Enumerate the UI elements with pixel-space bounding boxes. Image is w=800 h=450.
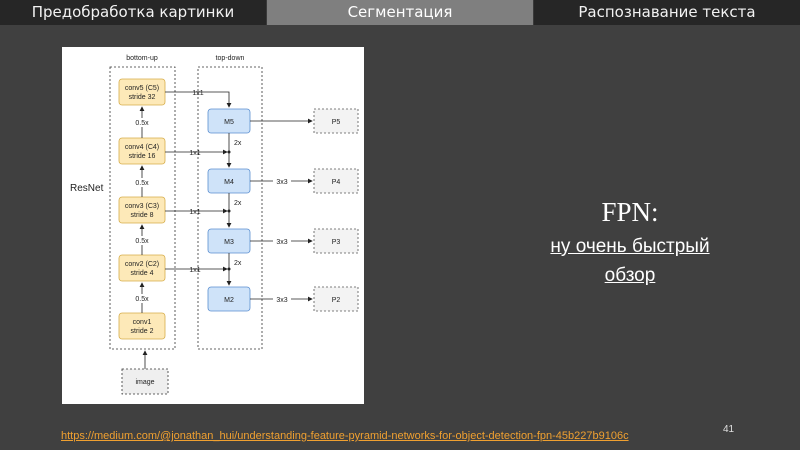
- upsample-label-3: 2x: [234, 260, 242, 267]
- svg-text:conv2 (C2): conv2 (C2): [125, 261, 159, 268]
- conv4-block: conv4 (C4) stride 16: [118, 137, 166, 165]
- svg-text:conv5 (C5): conv5 (C5): [125, 85, 159, 92]
- lateral-label-2: 1x1: [189, 150, 200, 157]
- scale-label-1: 0.5x: [135, 296, 149, 303]
- p4-output: P4: [313, 168, 359, 194]
- svg-text:P5: P5: [332, 119, 341, 126]
- tab-text-recognition[interactable]: Распознавание текста: [533, 0, 800, 25]
- tab-preprocessing[interactable]: Предобработка картинки: [0, 0, 266, 25]
- svg-text:M3: M3: [224, 239, 234, 246]
- svg-text:stride 8: stride 8: [131, 212, 154, 219]
- m4-block: M4: [207, 168, 251, 194]
- lateral-label-4: 1x1: [189, 267, 200, 274]
- resnet-label: ResNet: [70, 183, 104, 194]
- p5-output: P5: [313, 108, 359, 134]
- bottom-up-group: [109, 66, 176, 350]
- svg-text:M4: M4: [224, 179, 234, 186]
- source-link[interactable]: https://medium.com/@jonathan_hui/underst…: [61, 430, 629, 442]
- svg-text:P4: P4: [332, 179, 341, 186]
- upsample-label-1: 2x: [234, 140, 242, 147]
- conv3-block: conv3 (C3) stride 8: [118, 196, 166, 224]
- fpn-heading: FPN:: [601, 197, 659, 227]
- m3-block: M3: [207, 228, 251, 254]
- conv2-block: conv2 (C2) stride 4: [118, 254, 166, 282]
- svg-text:stride 4: stride 4: [131, 270, 154, 277]
- top-down-label: top-down: [216, 55, 245, 62]
- svg-text:image: image: [135, 379, 154, 386]
- lateral-label-3: 1x1: [189, 209, 200, 216]
- top-down-group: [197, 66, 263, 350]
- fpn-diagram: bottom-up top-down ResNet conv5 (C5) str…: [62, 47, 364, 404]
- svg-text:stride 16: stride 16: [129, 153, 156, 160]
- scale-label-4: 0.5x: [135, 120, 149, 127]
- smooth-label-3: 3x3: [276, 297, 287, 304]
- svg-text:conv3 (C3): conv3 (C3): [125, 203, 159, 210]
- bottom-up-label: bottom-up: [126, 55, 158, 62]
- m5-block: M5: [207, 108, 251, 134]
- scale-label-2: 0.5x: [135, 238, 149, 245]
- svg-text:stride 2: stride 2: [131, 328, 154, 335]
- conv1-block: conv1 stride 2: [118, 312, 166, 340]
- p2-output: P2: [313, 286, 359, 312]
- image-input: [121, 368, 169, 395]
- upsample-label-2: 2x: [234, 200, 242, 207]
- lateral-label-1: 1x1: [192, 90, 203, 97]
- p3-output: P3: [313, 228, 359, 254]
- slide-title: FPN: ну очень быстрый обзор: [470, 196, 790, 290]
- conv5-block: conv5 (C5) stride 32: [118, 78, 166, 106]
- svg-text:conv4 (C4): conv4 (C4): [125, 144, 159, 151]
- svg-text:P2: P2: [332, 297, 341, 304]
- page-number: 41: [723, 424, 735, 435]
- tab-bar: Предобработка картинки Сегментация Распо…: [0, 0, 800, 25]
- svg-text:conv1: conv1: [133, 319, 152, 326]
- subtitle-line-2: обзор: [604, 265, 656, 286]
- svg-text:P3: P3: [332, 239, 341, 246]
- smooth-label-2: 3x3: [276, 239, 287, 246]
- subtitle-line-1: ну очень быстрый: [550, 236, 710, 257]
- svg-text:M5: M5: [224, 119, 234, 126]
- scale-label-3: 0.5x: [135, 180, 149, 187]
- svg-text:stride 32: stride 32: [129, 94, 156, 101]
- tab-segmentation[interactable]: Сегментация: [266, 0, 533, 25]
- svg-text:M2: M2: [224, 297, 234, 304]
- m2-block: M2: [207, 286, 251, 312]
- smooth-label-1: 3x3: [276, 179, 287, 186]
